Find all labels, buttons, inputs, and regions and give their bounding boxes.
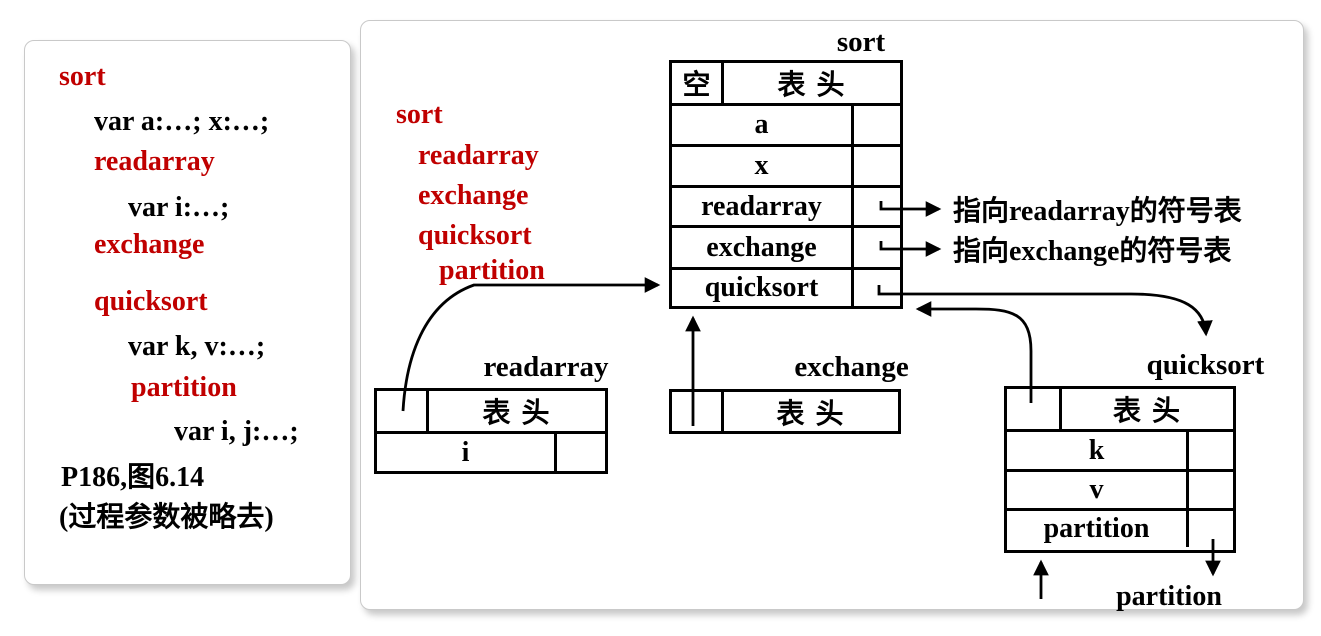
quicksort-table-header-row: 表 头 bbox=[1007, 389, 1233, 429]
table-row: k bbox=[1007, 429, 1233, 469]
code-line-var-i-j: var i, j:…; bbox=[174, 416, 299, 447]
exchange-null-cell bbox=[672, 392, 724, 431]
code-line-var-k-v: var k, v:…; bbox=[128, 331, 266, 362]
table-row: a bbox=[672, 103, 900, 144]
pointer-cell bbox=[851, 270, 900, 306]
code-line-var-i: var i:…; bbox=[128, 192, 230, 223]
sort-row-exchange: exchange bbox=[706, 231, 817, 263]
table-row: i bbox=[377, 431, 605, 471]
scope-item-quicksort: quicksort bbox=[418, 220, 532, 251]
exchange-table-title: exchange bbox=[794, 351, 909, 383]
sort-table-header-row: 空 表 头 bbox=[672, 63, 900, 103]
scope-item-partition: partition bbox=[439, 255, 545, 286]
sort-row-quicksort: quicksort bbox=[704, 272, 819, 303]
pointer-cell bbox=[1186, 511, 1233, 547]
annotation-readarray-pointer: 指向readarray的符号表 bbox=[953, 196, 1242, 227]
exchange-symbol-table: 表 头 bbox=[669, 389, 901, 434]
table-row: quicksort bbox=[672, 267, 900, 306]
sort-symbol-table: 空 表 头 a x readarray exchange quicksort bbox=[669, 60, 903, 309]
pointer-cell bbox=[1186, 472, 1233, 508]
quicksort-row-k: k bbox=[1088, 434, 1105, 466]
table-row: readarray bbox=[672, 185, 900, 225]
sort-null-cell: 空 bbox=[672, 63, 724, 103]
table-row: partition bbox=[1007, 508, 1233, 547]
readarray-symbol-table: 表 头 i bbox=[374, 388, 608, 474]
pointer-cell bbox=[1186, 432, 1233, 469]
quicksort-table-title: quicksort bbox=[1146, 349, 1265, 381]
caption-note: (过程参数被略去) bbox=[59, 502, 274, 533]
pointer-cell bbox=[851, 228, 900, 267]
readarray-null-cell bbox=[377, 391, 429, 431]
symbol-table-diagram-panel: sort readarray exchange quicksort partit… bbox=[360, 20, 1304, 612]
code-line-var-a-x: var a:…; x:…; bbox=[94, 106, 270, 137]
code-line-partition: partition bbox=[131, 372, 237, 403]
code-outline-panel: sort var a:…; x:…; readarray var i:…; ex… bbox=[24, 40, 351, 585]
readarray-row-i: i bbox=[461, 436, 470, 468]
scope-item-readarray: readarray bbox=[418, 140, 539, 171]
sort-row-a: a bbox=[754, 109, 769, 140]
table-row: v bbox=[1007, 469, 1233, 508]
sort-header-cell: 表 头 bbox=[777, 70, 847, 101]
sort-row-x: x bbox=[754, 150, 769, 181]
code-line-sort: sort bbox=[59, 61, 106, 92]
readarray-table-header-row: 表 头 bbox=[377, 391, 605, 431]
code-line-readarray: readarray bbox=[94, 146, 215, 177]
pointer-cell bbox=[554, 434, 605, 471]
pointer-cell bbox=[851, 147, 900, 185]
sort-table-title: sort bbox=[836, 26, 886, 58]
annotation-exchange-pointer: 指向exchange的符号表 bbox=[953, 236, 1232, 267]
table-row: exchange bbox=[672, 225, 900, 267]
scope-item-exchange: exchange bbox=[418, 180, 529, 211]
arrow-sort-quicksort-to-quicksort-table bbox=[877, 285, 1213, 337]
code-line-exchange: exchange bbox=[94, 229, 205, 260]
readarray-table-title: readarray bbox=[483, 351, 609, 383]
sort-row-readarray: readarray bbox=[701, 190, 822, 222]
pointer-cell bbox=[851, 106, 900, 144]
table-row: x bbox=[672, 144, 900, 185]
pointer-cell bbox=[851, 188, 900, 225]
exchange-table-header-row: 表 头 bbox=[672, 392, 898, 431]
code-line-quicksort: quicksort bbox=[94, 286, 208, 317]
quicksort-row-v: v bbox=[1089, 474, 1104, 505]
caption-figure-ref: P186,图6.14 bbox=[61, 462, 205, 493]
quicksort-null-cell bbox=[1007, 389, 1062, 429]
quicksort-row-partition: partition bbox=[1043, 513, 1150, 544]
quicksort-header-cell: 表 头 bbox=[1112, 396, 1182, 427]
exchange-header-cell: 表 头 bbox=[776, 398, 846, 430]
scope-item-sort: sort bbox=[396, 99, 443, 130]
quicksort-symbol-table: 表 头 k v partition bbox=[1004, 386, 1236, 553]
partition-bottom-label: partition bbox=[1116, 581, 1222, 612]
readarray-header-cell: 表 头 bbox=[482, 398, 552, 429]
